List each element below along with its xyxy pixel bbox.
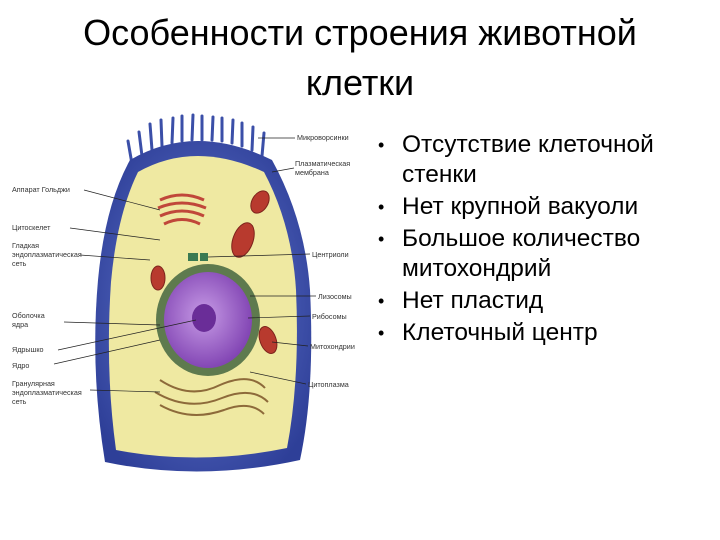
- slide-title-line-2: клетки: [305, 62, 415, 103]
- list-item-text: Нет пластид: [402, 287, 544, 314]
- label-golgi: Аппарат Гольджи: [12, 185, 70, 194]
- label-plasma-membrane-1: Плазматическая: [295, 159, 350, 168]
- list-item: • Нет пластид: [374, 286, 714, 316]
- bullet-icon: •: [378, 229, 385, 249]
- label-nucleus: Ядро: [12, 361, 29, 370]
- golgi-apparatus: [157, 193, 207, 226]
- feature-list: • Отсутствие клеточной стенки • Нет крупно…: [374, 130, 714, 350]
- slide-title-line-1: Особенности строения животной: [83, 12, 637, 53]
- list-item-text: Отсутствие клеточной стенки: [402, 131, 654, 188]
- endoplasmic-reticulum: [154, 378, 269, 416]
- label-smooth-er-1: Гладкая: [12, 241, 39, 250]
- label-smooth-er-3: сеть: [12, 259, 27, 268]
- list-item-text: Большое количество митохондрий: [402, 225, 641, 282]
- bullet-icon: •: [378, 323, 385, 343]
- list-item: • Большое количество митохондрий: [374, 224, 714, 284]
- bullet-icon: •: [378, 197, 385, 217]
- label-smooth-er-2: эндоплазматическая: [12, 250, 82, 259]
- label-nuclear-envelope-2: ядра: [12, 320, 28, 329]
- label-cytoskeleton: Цитоскелет: [12, 223, 51, 232]
- label-nuclear-envelope-1: Оболочка: [12, 311, 45, 320]
- nucleolus: [192, 304, 216, 332]
- bullet-icon: •: [378, 291, 385, 311]
- label-microvilli: Микроворсинки: [297, 133, 349, 142]
- label-centrioles: Центриоли: [312, 250, 349, 259]
- label-lysosomes: Лизосомы: [318, 292, 352, 301]
- label-rough-er-2: эндоплазматическая: [12, 388, 82, 397]
- animal-cell-diagram: Аппарат Гольджи Цитоскелет Гладкая эндоп…: [10, 110, 360, 482]
- label-rough-er-3: сеть: [12, 397, 27, 406]
- list-item: • Нет крупной вакуоли: [374, 192, 714, 222]
- slide-title: Особенности строения животной клетки: [20, 8, 700, 108]
- label-ribosomes: Рибосомы: [312, 312, 347, 321]
- centrioles: [188, 253, 208, 261]
- bullet-icon: •: [378, 135, 385, 155]
- list-item: • Клеточный центр: [374, 318, 714, 348]
- cell-illustration: Аппарат Гольджи Цитоскелет Гладкая эндоп…: [12, 113, 355, 472]
- label-plasma-membrane-2: мембрана: [295, 168, 329, 177]
- label-mitochondria: Митохондрии: [310, 342, 355, 351]
- list-item: • Отсутствие клеточной стенки: [374, 130, 714, 190]
- microvilli: [126, 113, 266, 166]
- label-nucleolus: Ядрышко: [12, 345, 44, 354]
- list-item-text: Нет крупной вакуоли: [402, 193, 639, 220]
- label-leader-lines: [53, 137, 316, 393]
- label-rough-er-1: Гранулярная: [12, 379, 55, 388]
- label-cytoplasm: Цитоплазма: [308, 380, 349, 389]
- list-item-text: Клеточный центр: [402, 319, 598, 346]
